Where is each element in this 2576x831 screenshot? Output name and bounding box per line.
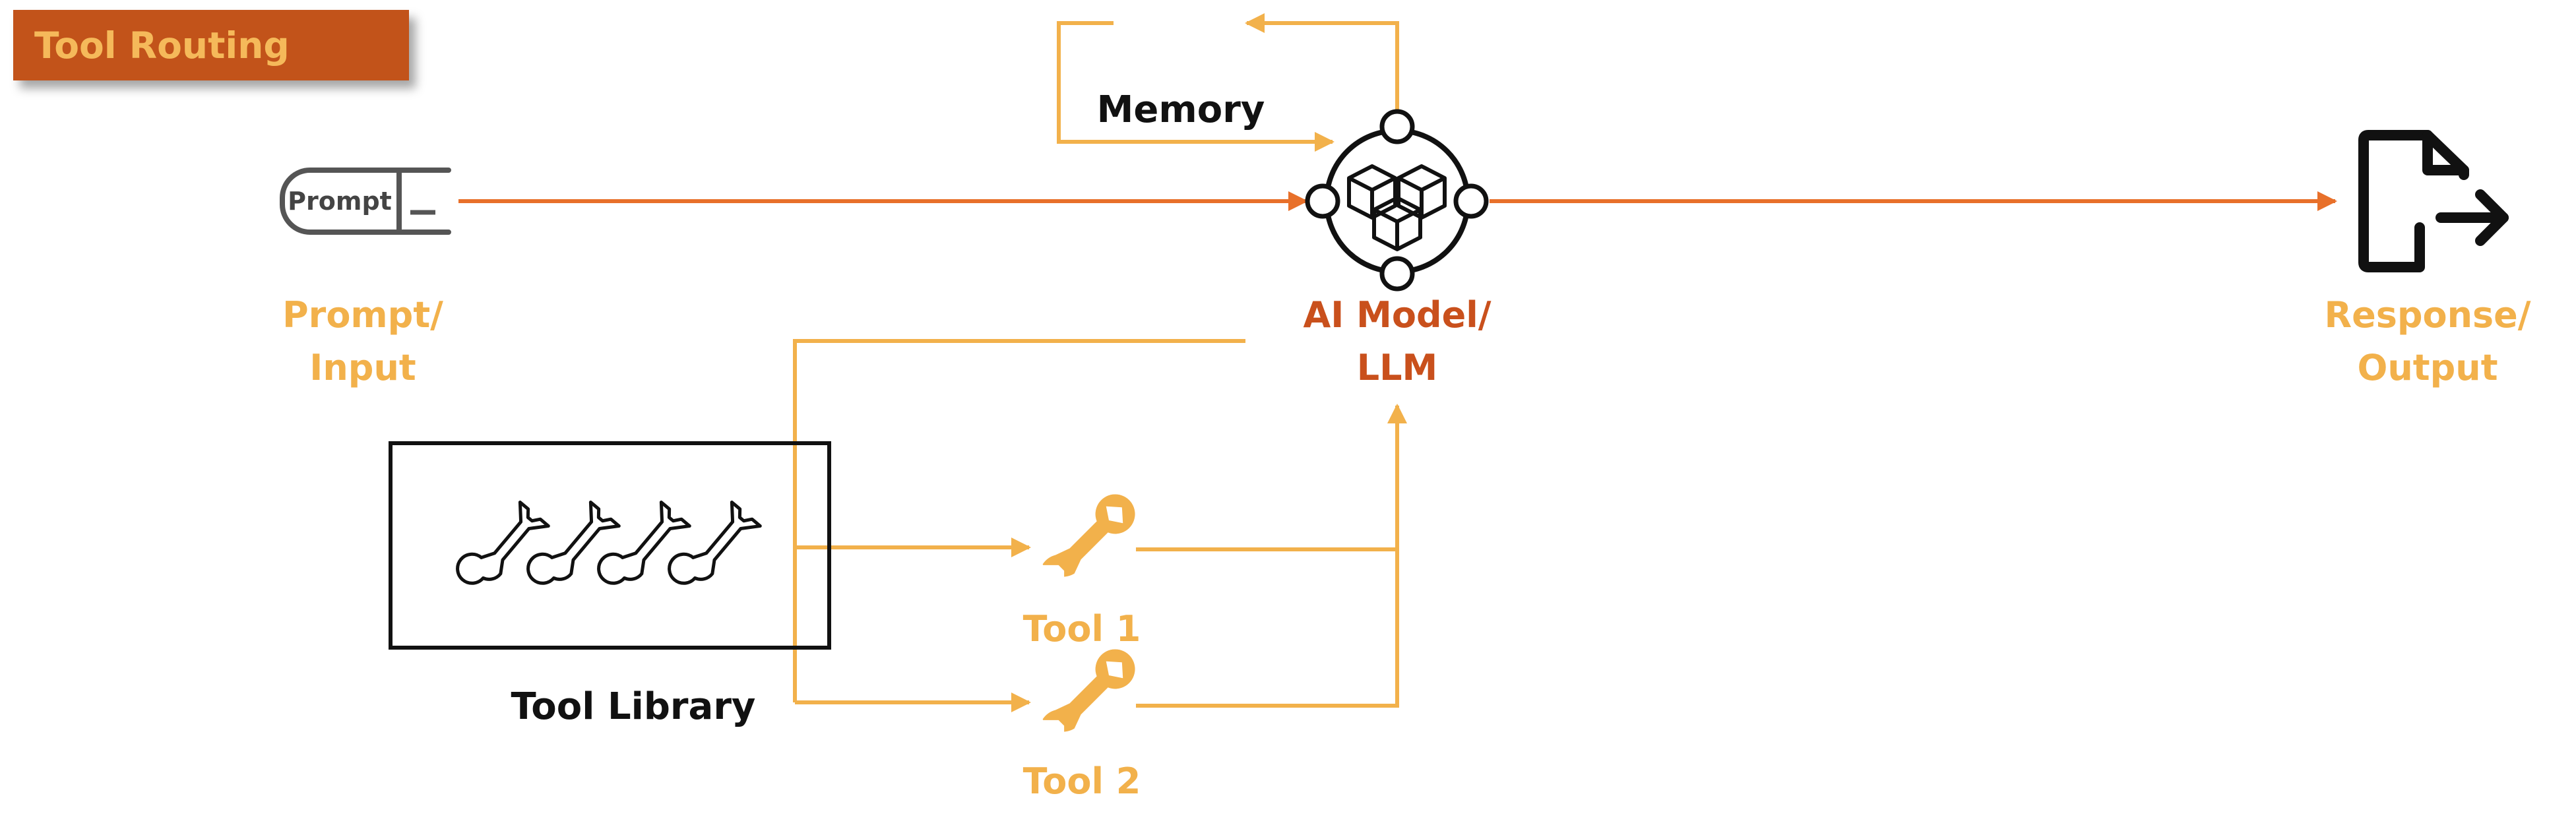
tool2-to-model-line (1136, 404, 1407, 708)
prompt-icon-label: Prompt (288, 187, 392, 216)
ai-model-cubes-icon (1305, 109, 1489, 292)
memory-loop-return-arrow (1057, 21, 1335, 152)
memory-loop-top-arrow (1245, 13, 1399, 127)
response-export-icon (2358, 130, 2509, 272)
diagram-title: Tool Routing (34, 24, 290, 67)
tool2-label: Tool 2 (1022, 760, 1141, 802)
prompt-terminal-icon: Prompt (280, 168, 451, 235)
prompt-input-label: Prompt/ Input (282, 294, 443, 388)
tool1-wrench-icon (1032, 486, 1143, 597)
wrench-icon (452, 497, 549, 600)
title-banner: Tool Routing (13, 10, 409, 80)
ai-model-label: AI Model/ LLM (1303, 294, 1492, 388)
tool2-wrench-icon (1032, 641, 1143, 752)
tool1-label: Tool 1 (1022, 608, 1141, 650)
wrench-icon (593, 497, 690, 600)
response-output-label: Response/ Output (2324, 294, 2531, 388)
model-to-library-line (793, 339, 1245, 702)
wrench-icon (522, 497, 619, 600)
tool-library-box (389, 441, 831, 650)
tool-library-label: Tool Library (511, 685, 756, 728)
memory-label: Memory (1096, 88, 1265, 131)
wrench-icon (664, 497, 761, 600)
